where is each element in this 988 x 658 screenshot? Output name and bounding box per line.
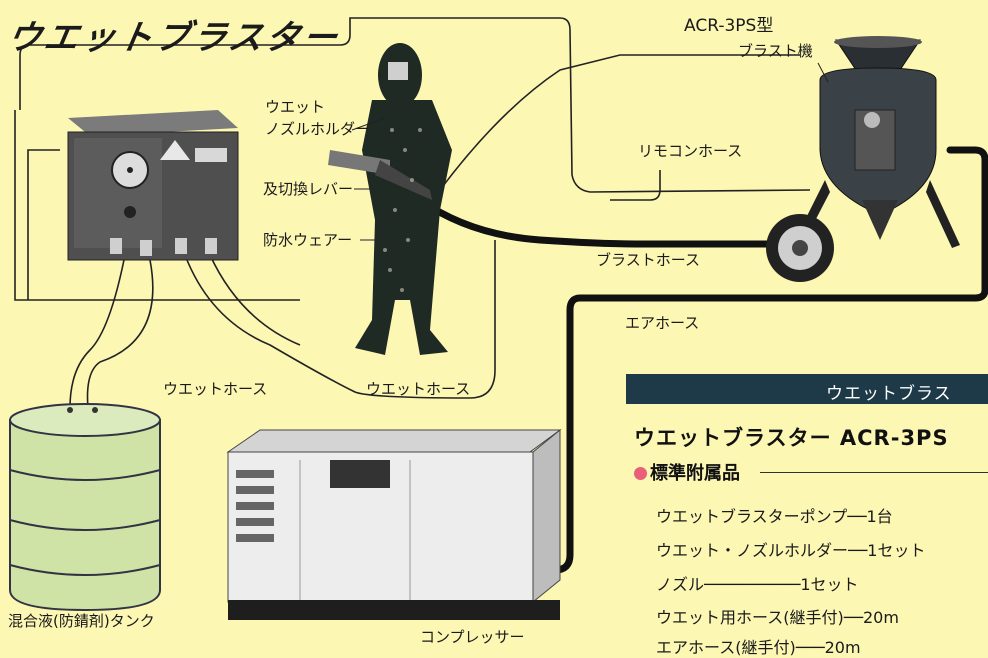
accessory-item: ノズル──────────1セット bbox=[656, 571, 859, 595]
accessory-leader: ── bbox=[848, 541, 868, 560]
machine-model-label: ACR-3PS型 bbox=[684, 16, 774, 36]
waterproof-wear-label: 防水ウェアー bbox=[263, 231, 353, 249]
wet-blaster-pump bbox=[67, 110, 239, 261]
accessory-name: ウエットブラスターポンプ bbox=[656, 507, 848, 526]
switch-lever-label: 及切換レバー bbox=[263, 180, 354, 198]
accessory-leader: ── bbox=[847, 507, 867, 526]
thin-hoses bbox=[14, 17, 811, 409]
accessory-qty: 20m bbox=[824, 638, 861, 657]
accessory-name: ウエット・ノズルホルダー bbox=[656, 541, 849, 560]
accessory-name: ウエット用ホース(継手付) bbox=[656, 608, 844, 627]
accessory-leader: ────────── bbox=[704, 575, 801, 594]
accessory-name: ノズル bbox=[656, 575, 705, 594]
accessory-item: ウエット用ホース(継手付)──20m bbox=[656, 604, 899, 628]
nozzle-holder-label-2: ノズルホルダー bbox=[265, 120, 371, 138]
accessory-qty: 1セット bbox=[800, 575, 859, 594]
spec-panel-header: ウエットブラス bbox=[626, 374, 988, 404]
accessory-qty: 1セット bbox=[867, 541, 926, 560]
accessory-item: ウエット・ノズルホルダー──1セット bbox=[656, 537, 925, 561]
machine-name-label: ブラスト機 bbox=[738, 42, 813, 60]
wet-hose-label-left: ウエットホース bbox=[163, 380, 268, 398]
standard-accessories-heading: 標準附属品 bbox=[634, 459, 740, 485]
accessory-qty: 20m bbox=[862, 608, 899, 627]
accessory-item: ウエットブラスターポンプ──1台 bbox=[656, 503, 893, 527]
page-title: ウエットブラスター bbox=[3, 18, 344, 58]
remote-hose-label: リモコンホース bbox=[638, 142, 743, 160]
blast-hose-label: ブラストホース bbox=[596, 251, 700, 269]
spec-panel-header-text: ウエットブラス bbox=[826, 384, 952, 404]
compressor-label: コンプレッサー bbox=[420, 628, 525, 646]
wet-hose-label-right: ウエットホース bbox=[366, 380, 471, 398]
bullet-icon bbox=[634, 467, 647, 480]
spec-model-title: ウエットブラスター ACR-3PS bbox=[634, 426, 949, 450]
air-hose-label: エアホース bbox=[625, 314, 700, 332]
accessory-item: エアホース(継手付)───20m bbox=[656, 634, 861, 658]
standard-accessories-label: 標準附属品 bbox=[650, 463, 740, 484]
thick-hoses bbox=[416, 146, 988, 574]
accessory-leader: ─── bbox=[795, 638, 825, 657]
accessory-name: エアホース(継手付) bbox=[656, 638, 796, 657]
nozzle-holder-label-1: ウエット bbox=[265, 98, 326, 116]
mixing-tank bbox=[9, 403, 161, 612]
accessory-qty: 1台 bbox=[866, 507, 893, 526]
leader-lines bbox=[351, 62, 829, 241]
tank-label: 混合液(防錆剤)タンク bbox=[8, 612, 155, 630]
compressor bbox=[226, 428, 562, 620]
section-rule bbox=[760, 472, 988, 473]
blast-machine bbox=[766, 36, 960, 282]
operator-figure bbox=[328, 43, 452, 355]
accessory-leader: ── bbox=[843, 608, 863, 627]
